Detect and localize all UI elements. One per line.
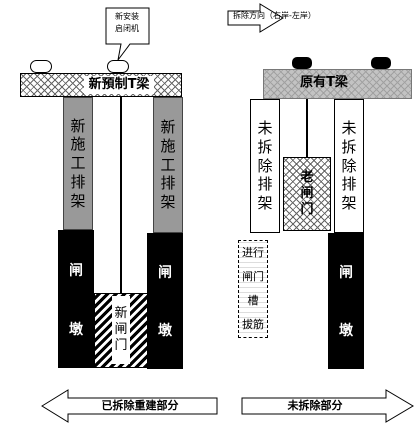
new-rack-left: 新 施 工 排 架 — [63, 97, 93, 230]
pier-right-1: 闸 墩 — [147, 233, 183, 369]
old-gate-rope — [306, 99, 308, 157]
hoist-rope — [120, 97, 122, 293]
new-gate-label: 新 闸 门 — [112, 296, 130, 364]
old-gate-label: 老 闸 门 — [300, 169, 314, 218]
left-arrow — [41, 389, 218, 423]
pier-right-2: 闸 墩 — [328, 233, 364, 369]
direction-arrow — [227, 3, 284, 33]
pier-left-1: 闸 墩 — [58, 230, 94, 368]
hoist-cylinder-left — [30, 60, 52, 73]
callout-bubble — [105, 7, 150, 61]
right-arrow-label: 未拆除部分 — [287, 399, 343, 412]
unremoved-rack-left: 未 拆 除 排 架 — [250, 99, 280, 233]
groove-rebar-note: 进行 闸门 槽 拔筋 — [238, 240, 268, 338]
hoist-cylinder-center — [107, 60, 129, 73]
new-t-beam-label: 新預制T梁 — [84, 76, 154, 94]
unremoved-rack-right: 未 拆 除 排 架 — [334, 99, 364, 233]
hoist-black-left — [292, 57, 312, 69]
old-gate — [283, 157, 331, 231]
direction-label: 拆除方向（右岸-左岸） — [233, 11, 316, 20]
right-arrow — [241, 389, 414, 423]
callout-text: 新安装 启闭机 — [115, 12, 139, 33]
existing-t-beam-label: 原有T梁 — [300, 75, 348, 90]
new-rack-right: 新 施 工 排 架 — [153, 97, 183, 233]
hoist-black-right — [371, 57, 391, 69]
left-arrow-label: 已拆除重建部分 — [101, 399, 179, 412]
